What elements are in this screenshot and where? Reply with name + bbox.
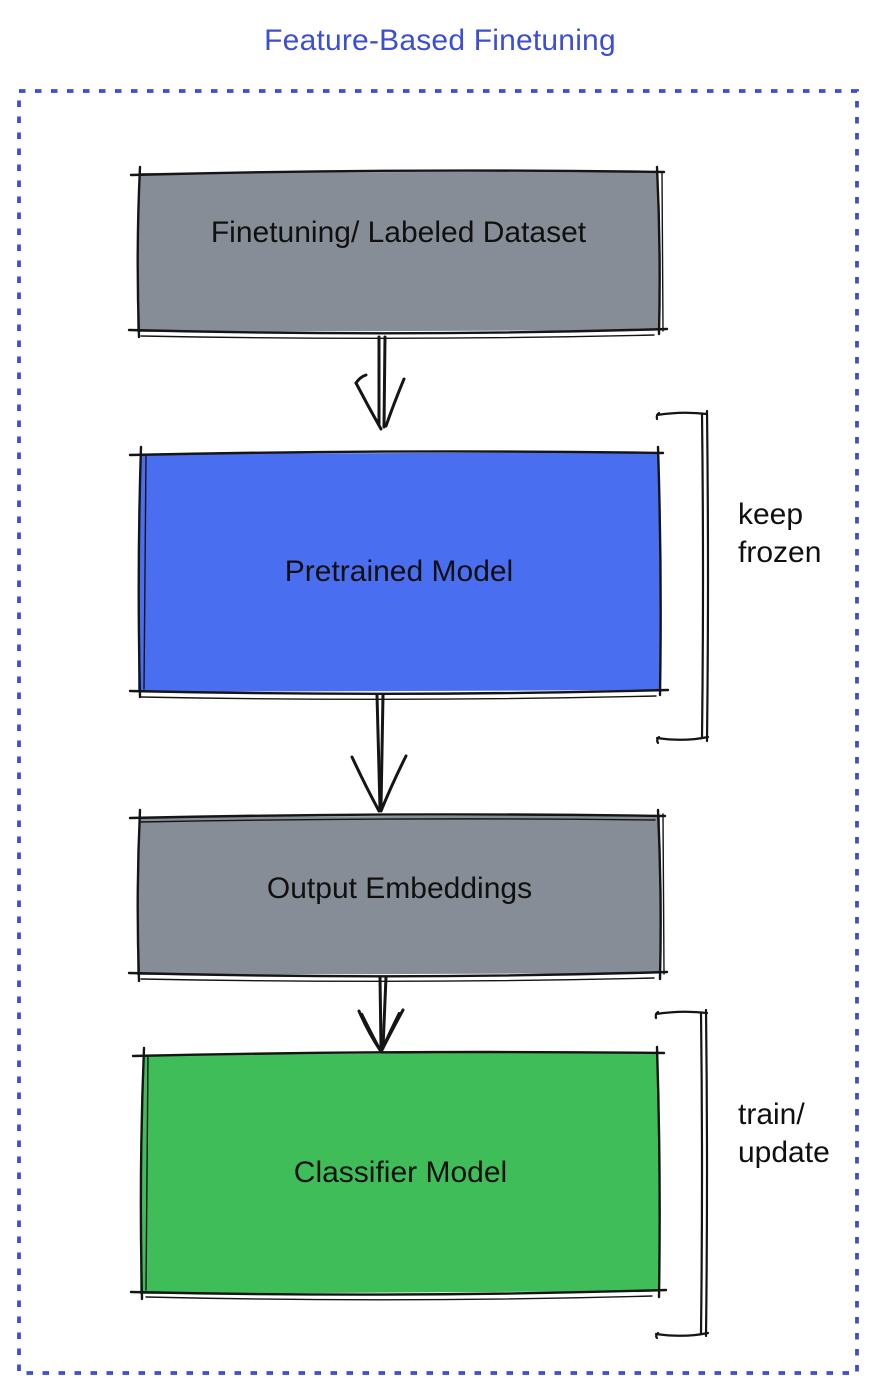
arrow-embeddings-to-classifier [357, 975, 405, 1052]
node-box-output-embeddings [127, 808, 669, 983]
node-label-output-embeddings: Output Embeddings [266, 872, 533, 905]
node-label-classifier-model: Classifier Model [293, 1155, 508, 1189]
dotted-border [17, 89, 859, 1375]
keep-frozen-label: keep frozen [738, 498, 822, 569]
train-update-bracket [654, 1008, 710, 1340]
node-label-finetuning-dataset: Finetuning/ Labeled Dataset [210, 215, 587, 249]
node-box-finetuning-dataset [127, 165, 669, 339]
node-box-pretrained-model [128, 445, 670, 700]
diagram-title: Feature-Based Finetuning [264, 24, 616, 57]
node-label-pretrained-model: Pretrained Model [284, 555, 514, 588]
node-box-classifier-model [129, 1045, 668, 1301]
arrow-pretrained-to-embeddings [350, 693, 408, 813]
keep-frozen-bracket [655, 409, 710, 745]
arrow-dataset-to-pretrained [354, 335, 406, 431]
train-update-label: train/ update [738, 1098, 830, 1169]
